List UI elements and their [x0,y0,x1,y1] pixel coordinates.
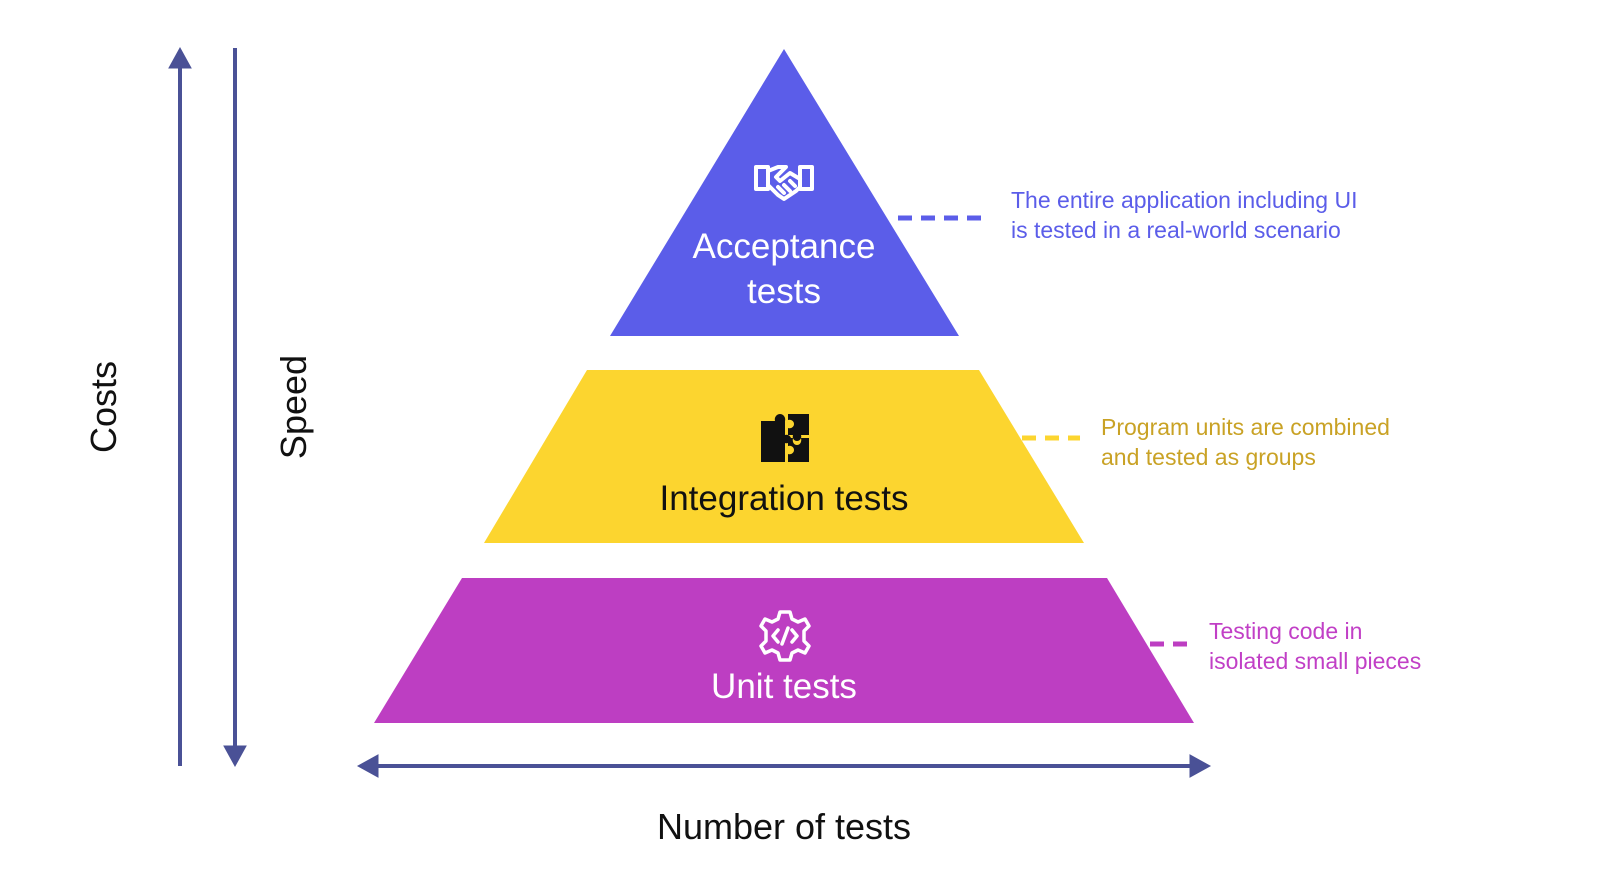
costs-label: Costs [83,360,124,454]
unit-tier [374,578,1194,723]
integration-description-line1: Program units are combined [1101,414,1390,440]
acceptance-description: The entire application including UI is t… [1011,185,1431,245]
integration-description: Program units are combined and tested as… [1101,412,1461,472]
acceptance-description-line1: The entire application including UI [1011,187,1358,213]
integration-tier-title: Integration tests [659,479,909,518]
unit-description-line1: Testing code in [1209,618,1363,644]
integration-description-line2: and tested as groups [1101,444,1316,470]
unit-tier-title: Unit tests [711,667,857,706]
speed-label: Speed [273,354,314,460]
acceptance-tier-title-line1: Acceptance [692,227,876,266]
number-of-tests-axis-arrow [356,754,1212,778]
unit-description-line2: isolated small pieces [1209,648,1422,674]
handshake-icon [754,165,814,201]
number-of-tests-label: Number of tests [656,806,912,847]
puzzle-icon [761,414,809,462]
acceptance-tier-title-line2: tests [747,272,821,311]
acceptance-description-line2: is tested in a real-world scenario [1011,217,1341,243]
costs-axis-arrow [168,46,192,766]
speed-axis-arrow [223,48,247,768]
code-gear-icon [759,610,811,662]
unit-description: Testing code in isolated small pieces [1209,616,1509,676]
